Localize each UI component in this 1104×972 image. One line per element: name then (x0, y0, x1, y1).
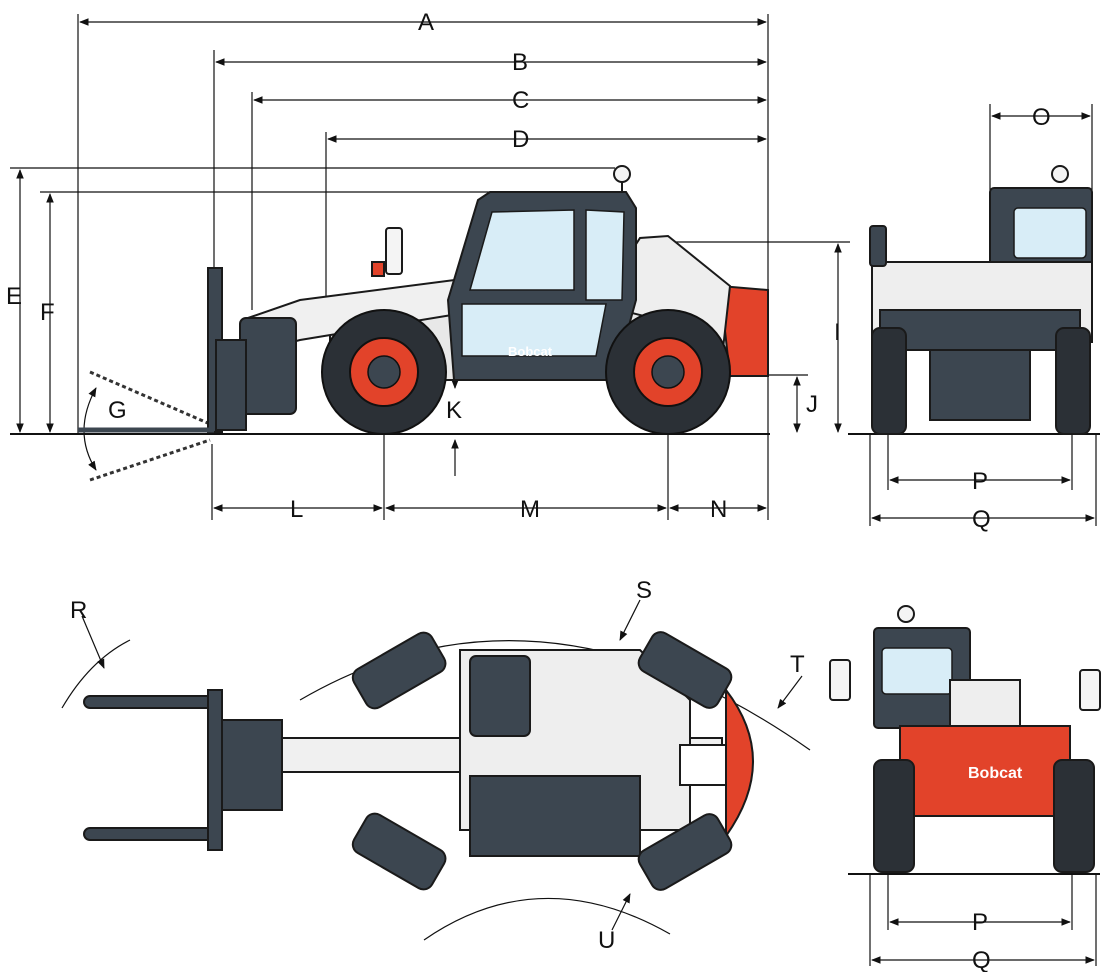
dim-label-U: U (598, 927, 615, 954)
dim-label-S: S (636, 577, 652, 604)
dim-label-P: P (972, 468, 988, 495)
dim-label-K: K (446, 397, 462, 424)
dim-label-P-rear: P (972, 909, 988, 936)
dim-label-D: D (512, 126, 529, 153)
top-view: R S T U (61, 577, 811, 954)
dim-label-L: L (290, 496, 303, 523)
dim-label-B: B (512, 49, 528, 76)
dim-label-M: M (520, 496, 540, 523)
dim-label-A: A (418, 9, 434, 36)
rear-brand-logo: Bobcat (968, 765, 1023, 782)
dim-label-T: T (790, 651, 805, 678)
side-brand-logo: Bobcat (508, 344, 553, 359)
side-machine: Bobcat (78, 165, 769, 435)
front-view: O P Q (848, 104, 1100, 533)
dim-label-J: J (806, 391, 818, 418)
dim-label-Q-rear: Q (972, 947, 991, 972)
dim-label-I: I (834, 319, 841, 346)
rear-wheel (605, 309, 731, 435)
dim-label-N: N (710, 496, 727, 523)
dim-label-E: E (6, 283, 22, 310)
rear-view: Bobcat P Q (829, 605, 1101, 972)
dim-label-Q: Q (972, 506, 991, 533)
dim-label-G: G (108, 397, 127, 424)
side-view: Bobcat A B C D E F G K I J L M N (6, 9, 850, 523)
dim-label-R: R (70, 597, 87, 624)
dim-label-C: C (512, 87, 529, 114)
dim-label-F: F (40, 299, 55, 326)
front-wheel (321, 309, 447, 435)
dim-label-O: O (1032, 104, 1051, 131)
